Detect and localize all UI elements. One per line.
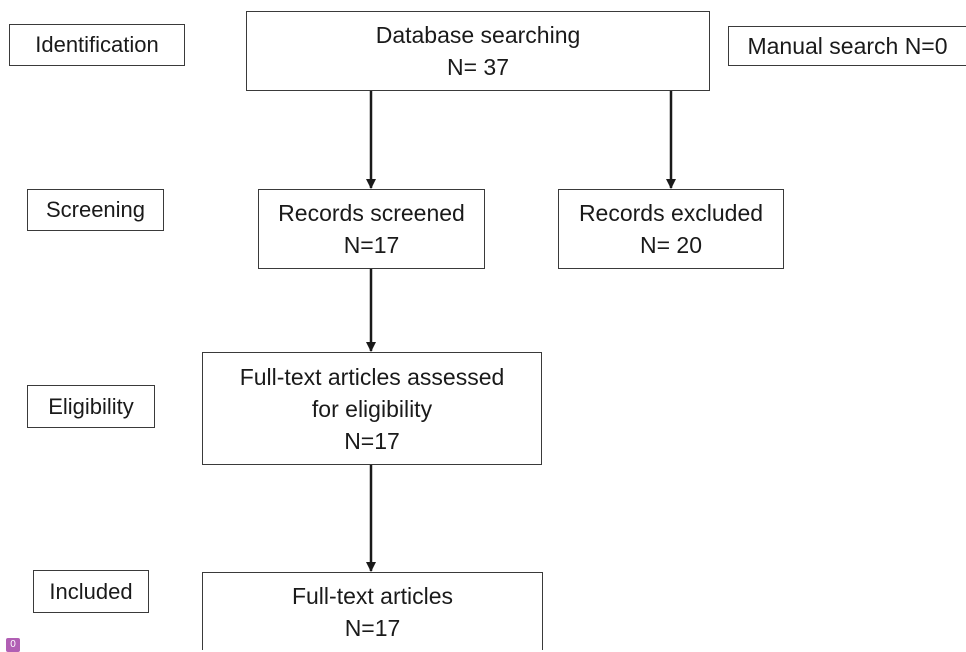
- full-text-included-box: Full-text articles N=17: [202, 572, 543, 650]
- full-text-assessed-count: N=17: [344, 427, 400, 454]
- full-text-included-title: Full-text articles: [291, 582, 454, 609]
- database-searching-box: Database searching N= 37: [246, 11, 710, 91]
- full-text-assessed-box: Full-text articles assessed for eligibil…: [202, 352, 542, 465]
- stage-label-identification: Identification: [9, 24, 185, 66]
- stage-label-eligibility: Eligibility: [27, 385, 155, 428]
- stage-label-screening: Screening: [27, 189, 164, 231]
- stage-label-screening-text: Screening: [45, 197, 146, 222]
- database-searching-title: Database searching: [375, 22, 581, 48]
- corner-badge-label: 0: [10, 639, 16, 650]
- records-screened-count: N=17: [343, 232, 400, 258]
- full-text-included-count: N=17: [344, 614, 401, 641]
- stage-label-included-text: Included: [49, 578, 133, 604]
- records-screened-box: Records screened N=17: [258, 189, 485, 269]
- full-text-assessed-line1: Full-text articles assessed: [239, 363, 505, 390]
- manual-search-text: Manual search N=0: [747, 33, 948, 59]
- records-excluded-title: Records excluded: [578, 200, 764, 226]
- database-searching-count: N= 37: [446, 54, 509, 80]
- records-excluded-count: N= 20: [639, 232, 702, 258]
- full-text-assessed-line2: for eligibility: [311, 395, 433, 422]
- corner-badge: 0: [6, 638, 20, 652]
- manual-search-box: Manual search N=0: [728, 26, 966, 66]
- stage-label-eligibility-text: Eligibility: [48, 393, 134, 419]
- stage-label-identification-text: Identification: [35, 32, 159, 57]
- records-screened-title: Records screened: [278, 200, 465, 226]
- records-excluded-box: Records excluded N= 20: [558, 189, 784, 269]
- stage-label-included: Included: [33, 570, 149, 613]
